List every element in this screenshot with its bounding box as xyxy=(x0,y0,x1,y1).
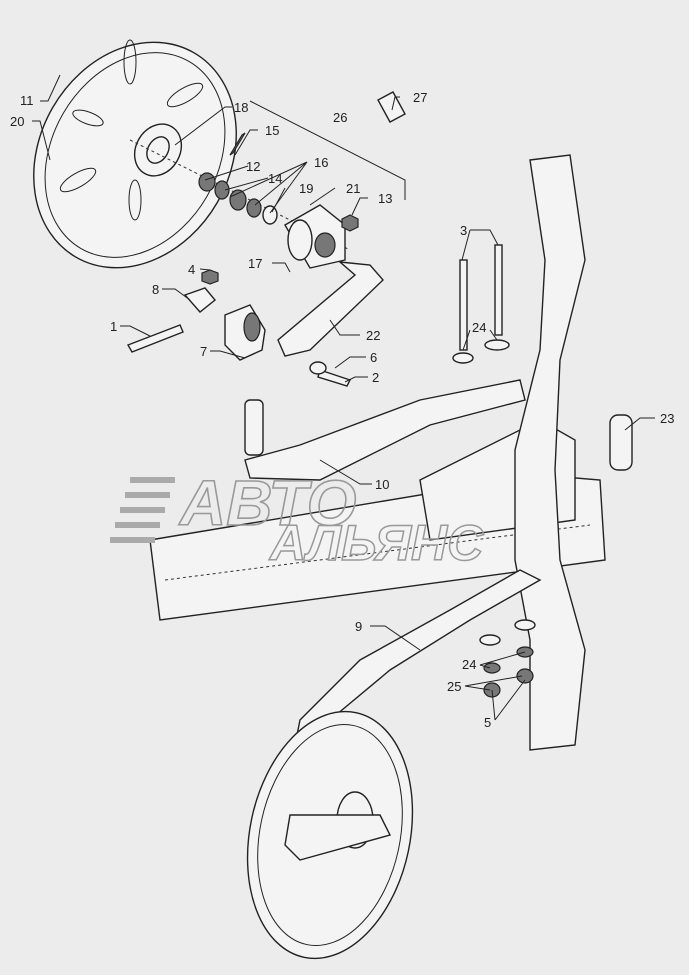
callout-10: 10 xyxy=(375,477,389,492)
watermark-line1: АВТО xyxy=(178,467,356,539)
callout-11: 11 xyxy=(20,93,34,108)
callout-1: 1 xyxy=(110,319,117,334)
callout-6: 6 xyxy=(370,350,377,365)
callout-24-upper: 24 xyxy=(472,320,486,335)
callout-13: 13 xyxy=(378,191,392,206)
callout-21: 21 xyxy=(346,181,360,196)
callout-5: 5 xyxy=(484,715,491,730)
callout-15: 15 xyxy=(265,123,279,138)
lower-disc xyxy=(246,710,414,960)
pin xyxy=(609,414,633,471)
watermark-line2: АЛЬЯНС xyxy=(268,515,484,571)
callout-18: 18 xyxy=(234,100,248,115)
callout-25: 25 xyxy=(447,679,461,694)
callout-12: 12 xyxy=(246,159,260,174)
callout-9: 9 xyxy=(355,619,362,634)
callout-27: 27 xyxy=(413,90,427,105)
callout-20: 20 xyxy=(10,114,24,129)
callout-17: 17 xyxy=(248,256,262,271)
callout-2: 2 xyxy=(372,370,379,385)
callout-4: 4 xyxy=(188,262,195,277)
upper-arm xyxy=(244,379,526,481)
callout-26: 26 xyxy=(333,110,347,125)
callout-24-lower: 24 xyxy=(462,657,476,672)
leader-lines xyxy=(32,74,655,721)
callout-8: 8 xyxy=(152,282,159,297)
bearing-stack xyxy=(198,91,406,269)
callout-16: 16 xyxy=(314,155,328,170)
shank xyxy=(514,154,586,751)
callout-labels: 11 20 18 15 26 27 12 16 14 19 21 13 17 4… xyxy=(10,90,674,730)
callout-22: 22 xyxy=(366,328,380,343)
callout-7: 7 xyxy=(200,344,207,359)
callout-14: 14 xyxy=(268,171,282,186)
upper-disc xyxy=(33,39,237,269)
crank-arm xyxy=(277,261,384,357)
callout-3: 3 xyxy=(460,223,467,238)
callout-23: 23 xyxy=(660,411,674,426)
watermark-logo: АВТО АЛЬЯНС xyxy=(110,466,485,572)
callout-19: 19 xyxy=(299,181,313,196)
